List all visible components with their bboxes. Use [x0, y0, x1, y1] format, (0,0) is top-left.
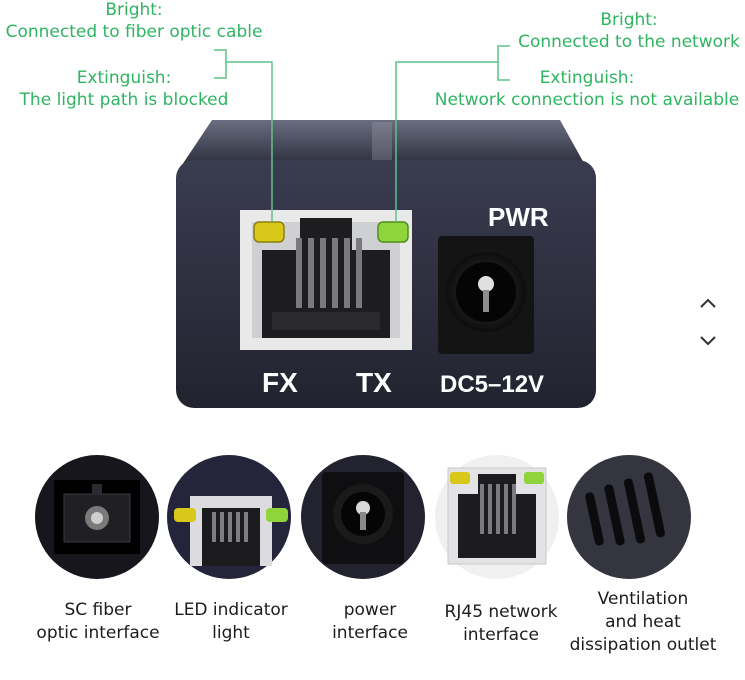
- device-photo: PWR FX TX DC5–12V: [176, 45, 596, 408]
- left-bright-text: Connected to fiber optic cable: [5, 22, 263, 42]
- tx-led: [377, 221, 409, 243]
- caption-led-2: light: [212, 623, 250, 643]
- caption-led-1: LED indicator: [174, 600, 288, 620]
- right-off-text: Network connection is not available: [434, 90, 740, 110]
- caption-power-2: interface: [332, 623, 408, 643]
- caption-power-1: power: [343, 600, 397, 620]
- caption-rj45-1: RJ45 network: [444, 602, 558, 622]
- tx-label: TX: [356, 367, 392, 398]
- chevron-down-icon: [700, 336, 716, 346]
- fx-led: [253, 221, 285, 243]
- caption-vent-3: dissipation outlet: [569, 635, 717, 655]
- thumbnail-led: [167, 455, 291, 579]
- chevron-up-icon: [700, 298, 716, 308]
- right-bright-text: Connected to the network: [518, 32, 740, 52]
- right-bright-title: Bright:: [600, 10, 658, 30]
- caption-sc-fiber-2: optic interface: [36, 623, 160, 643]
- scroll-down-button[interactable]: [691, 324, 725, 358]
- thumbnail-vent: [567, 455, 691, 579]
- thumbnail-power: [301, 455, 425, 579]
- left-bright-title: Bright:: [105, 0, 163, 20]
- left-off-text: The light path is blocked: [19, 90, 229, 110]
- left-off-title: Extinguish:: [76, 68, 172, 88]
- thumbnail-sc-fiber: [35, 455, 159, 579]
- caption-vent-1: Ventilation: [597, 589, 689, 609]
- caption-vent-2: and heat: [605, 612, 681, 632]
- caption-sc-fiber-1: SC fiber: [64, 600, 132, 620]
- right-off-title: Extinguish:: [539, 68, 635, 88]
- thumbnail-rj45: [435, 455, 559, 579]
- caption-rj45-2: interface: [463, 625, 539, 645]
- scroll-up-button[interactable]: [691, 286, 725, 320]
- pwr-label: PWR: [488, 202, 549, 232]
- dc-label: DC5–12V: [440, 371, 544, 398]
- fx-label: FX: [262, 367, 298, 398]
